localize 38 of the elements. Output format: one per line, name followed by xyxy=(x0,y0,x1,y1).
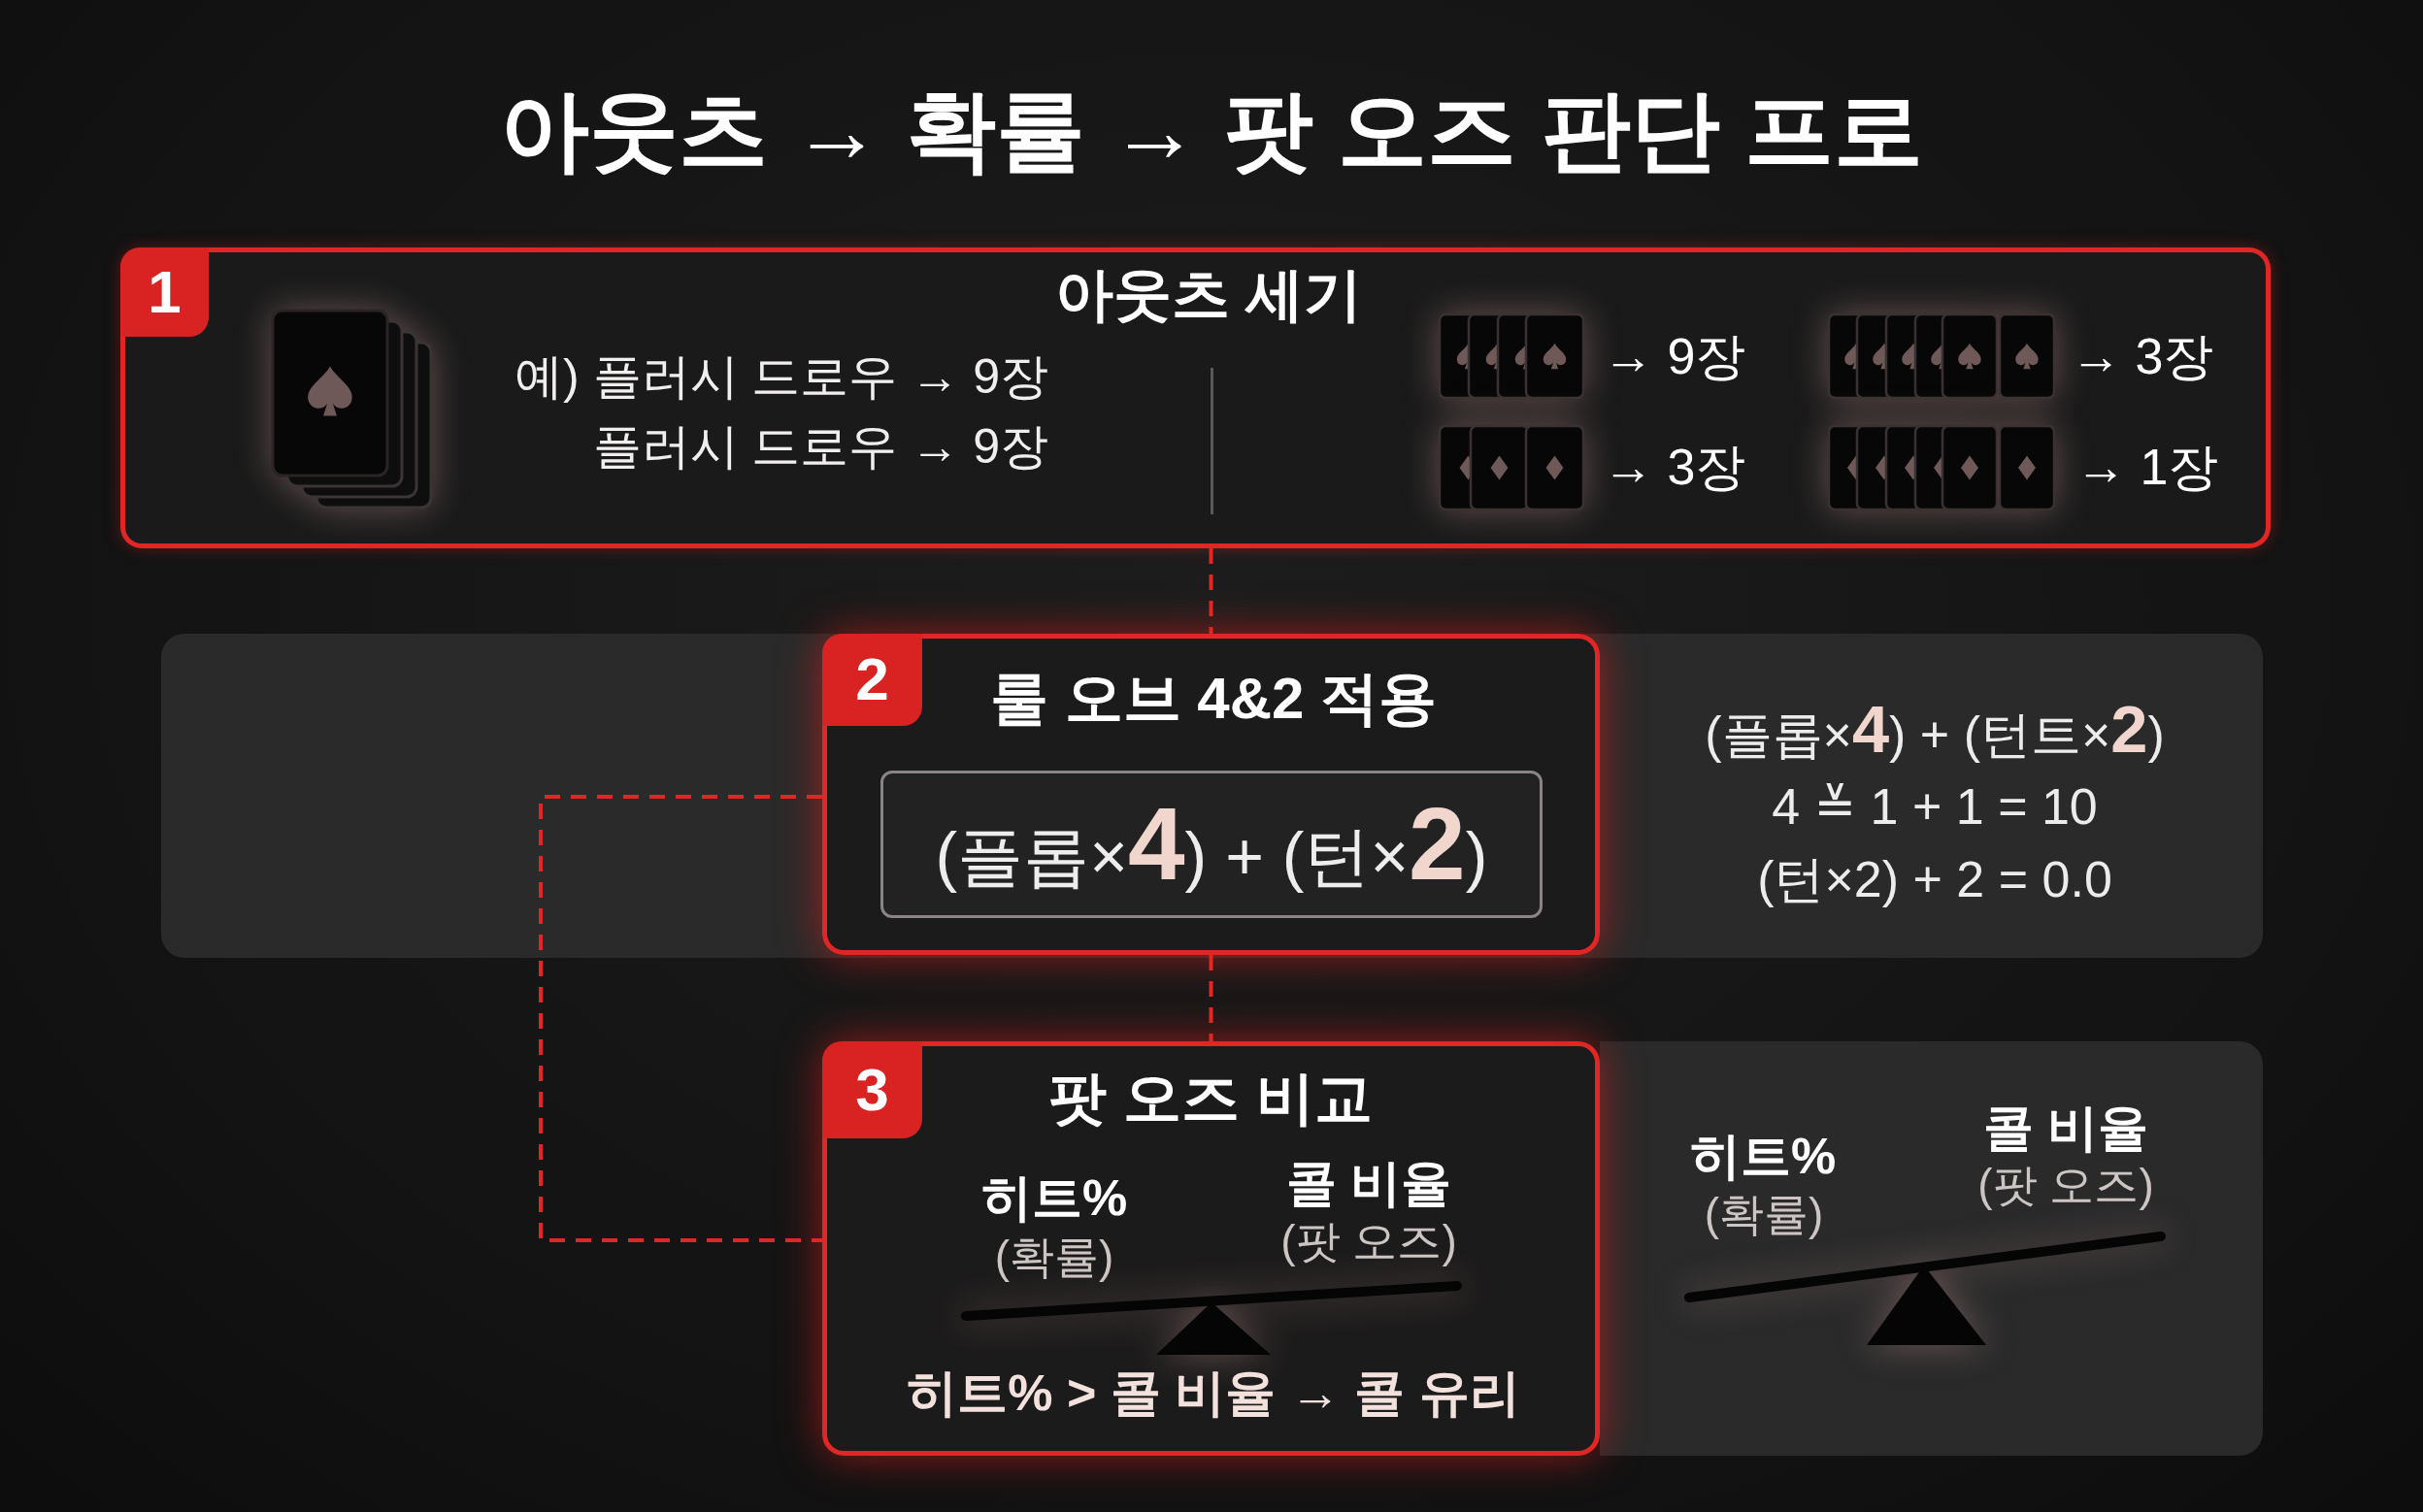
conclusion-text: 히트% > 콜 비율 → 콜 유리 xyxy=(907,1364,1520,1423)
formula-frame xyxy=(880,771,1543,918)
formula-text: (플롭×4) + (턴트×2) xyxy=(1705,697,2165,766)
step-panel xyxy=(822,1041,1600,1456)
step-badge xyxy=(822,634,922,726)
seesaw-label: 콜 비율 xyxy=(1982,1099,2149,1158)
connector-line xyxy=(1209,955,1213,1041)
formula-text: (플롭×4) + (턴×2) xyxy=(935,792,1488,897)
seesaw-sublabel: (팟 오즈) xyxy=(1280,1215,1457,1268)
outs-count: → 3장 xyxy=(2071,327,2214,386)
step-panel xyxy=(822,634,1600,955)
step-panel xyxy=(120,247,2271,548)
outs-count: → 9장 xyxy=(1603,327,1746,386)
step-number: 1 xyxy=(148,256,182,327)
step-badge xyxy=(120,247,209,337)
step-badge xyxy=(822,1041,922,1138)
example-text: 플러시 드로우 → 9장 xyxy=(592,418,1048,476)
seesaw-label: 콜 비율 xyxy=(1285,1154,1452,1213)
info-band xyxy=(1600,1041,2263,1456)
seesaw-label: 히트% xyxy=(980,1168,1128,1228)
outs-count: → 3장 xyxy=(1603,438,1746,497)
formula-text: 4 ≚ 1 + 1 = 10 xyxy=(1772,777,2098,837)
example-text: 예) 플러시 드로우 → 9장 xyxy=(514,348,1048,406)
step-number: 2 xyxy=(855,644,889,715)
connector-line xyxy=(539,795,822,1242)
seesaw-sublabel: (확률) xyxy=(994,1231,1114,1284)
formula-text: (턴×2) + 2 = 0.0 xyxy=(1757,850,2112,909)
seesaw-sublabel: (확률) xyxy=(1704,1188,1824,1241)
outs-count: → 1장 xyxy=(2075,438,2219,497)
step-number: 3 xyxy=(855,1054,889,1125)
diagram-title: 아웃츠 → 확률 → 팟 오즈 판단 프로 xyxy=(499,82,1924,181)
seesaw-label: 히트% xyxy=(1689,1127,1837,1186)
step-heading: 룰 오브 4&2 적용 xyxy=(989,665,1438,733)
step-heading: 팟 오즈 비교 xyxy=(1048,1065,1373,1133)
info-band xyxy=(161,634,2263,958)
connector-line xyxy=(1209,548,1213,634)
step-heading: 아웃츠 세기 xyxy=(1054,261,1363,329)
seesaw-sublabel: (팟 오즈) xyxy=(1977,1159,2154,1212)
